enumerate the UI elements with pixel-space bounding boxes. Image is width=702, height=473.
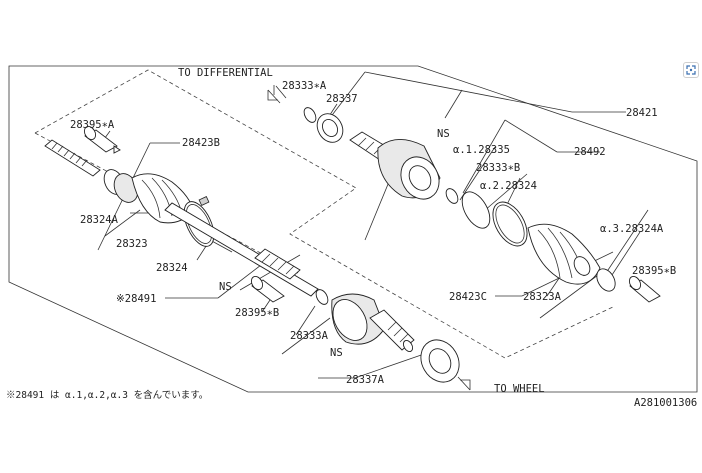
outer-joint-assembly (331, 293, 460, 383)
label-28395A: 28395∗A (70, 119, 115, 131)
label-a1-28335: α.1.28335 (453, 144, 510, 156)
pin-28395B-right (628, 275, 661, 303)
expand-icon (686, 65, 696, 75)
label-28323A: 28323A (523, 291, 562, 303)
footnote: ※28491 は α.1,α.2,α.3 を含んでいます。 (6, 389, 208, 401)
label-28491: ※28491 (116, 293, 156, 305)
label-28324: 28324 (156, 262, 188, 274)
left-shaft-assembly (44, 125, 329, 305)
label-ns-mid: NS (219, 281, 232, 293)
label-28395B-mid: 28395∗B (235, 307, 279, 319)
pin-28395A (83, 125, 121, 154)
label-a2-28324: α.2.28324 (480, 180, 537, 192)
label-28395B-right: 28395∗B (632, 265, 676, 277)
label-ns-bottom: NS (330, 347, 343, 359)
label-28337: 28337 (326, 93, 358, 105)
label-28333A-bottom: 28333A (290, 330, 329, 342)
arrow-to-wheel (457, 376, 471, 391)
pin-28395B-mid (250, 275, 285, 303)
label-28333A-top: 28333∗A (282, 80, 327, 92)
label-to-differential: TO DIFFERENTIAL (178, 67, 273, 79)
label-28423B: 28423B (182, 137, 220, 149)
label-28421: 28421 (626, 107, 658, 119)
inner-joint-assembly (303, 107, 661, 303)
label-28323-left: 28323 (116, 238, 148, 250)
label-28324A-left: 28324A (80, 214, 119, 226)
arrow-to-differential (267, 85, 287, 104)
label-28423C: 28423C (449, 291, 487, 303)
label-28492: 28492 (574, 146, 606, 158)
label-28337A: 28337A (346, 374, 385, 386)
label-28333B: 28333∗B (476, 162, 520, 174)
label-to-wheel: TO WHEEL (494, 383, 545, 395)
label-ns-top: NS (437, 128, 450, 140)
group-boundary-top (34, 69, 616, 359)
frame-outline (8, 65, 698, 393)
label-a3-28324A: α.3.28324A (600, 223, 664, 235)
expand-button[interactable] (683, 62, 699, 78)
diagram-code: A281001306 (634, 397, 697, 409)
